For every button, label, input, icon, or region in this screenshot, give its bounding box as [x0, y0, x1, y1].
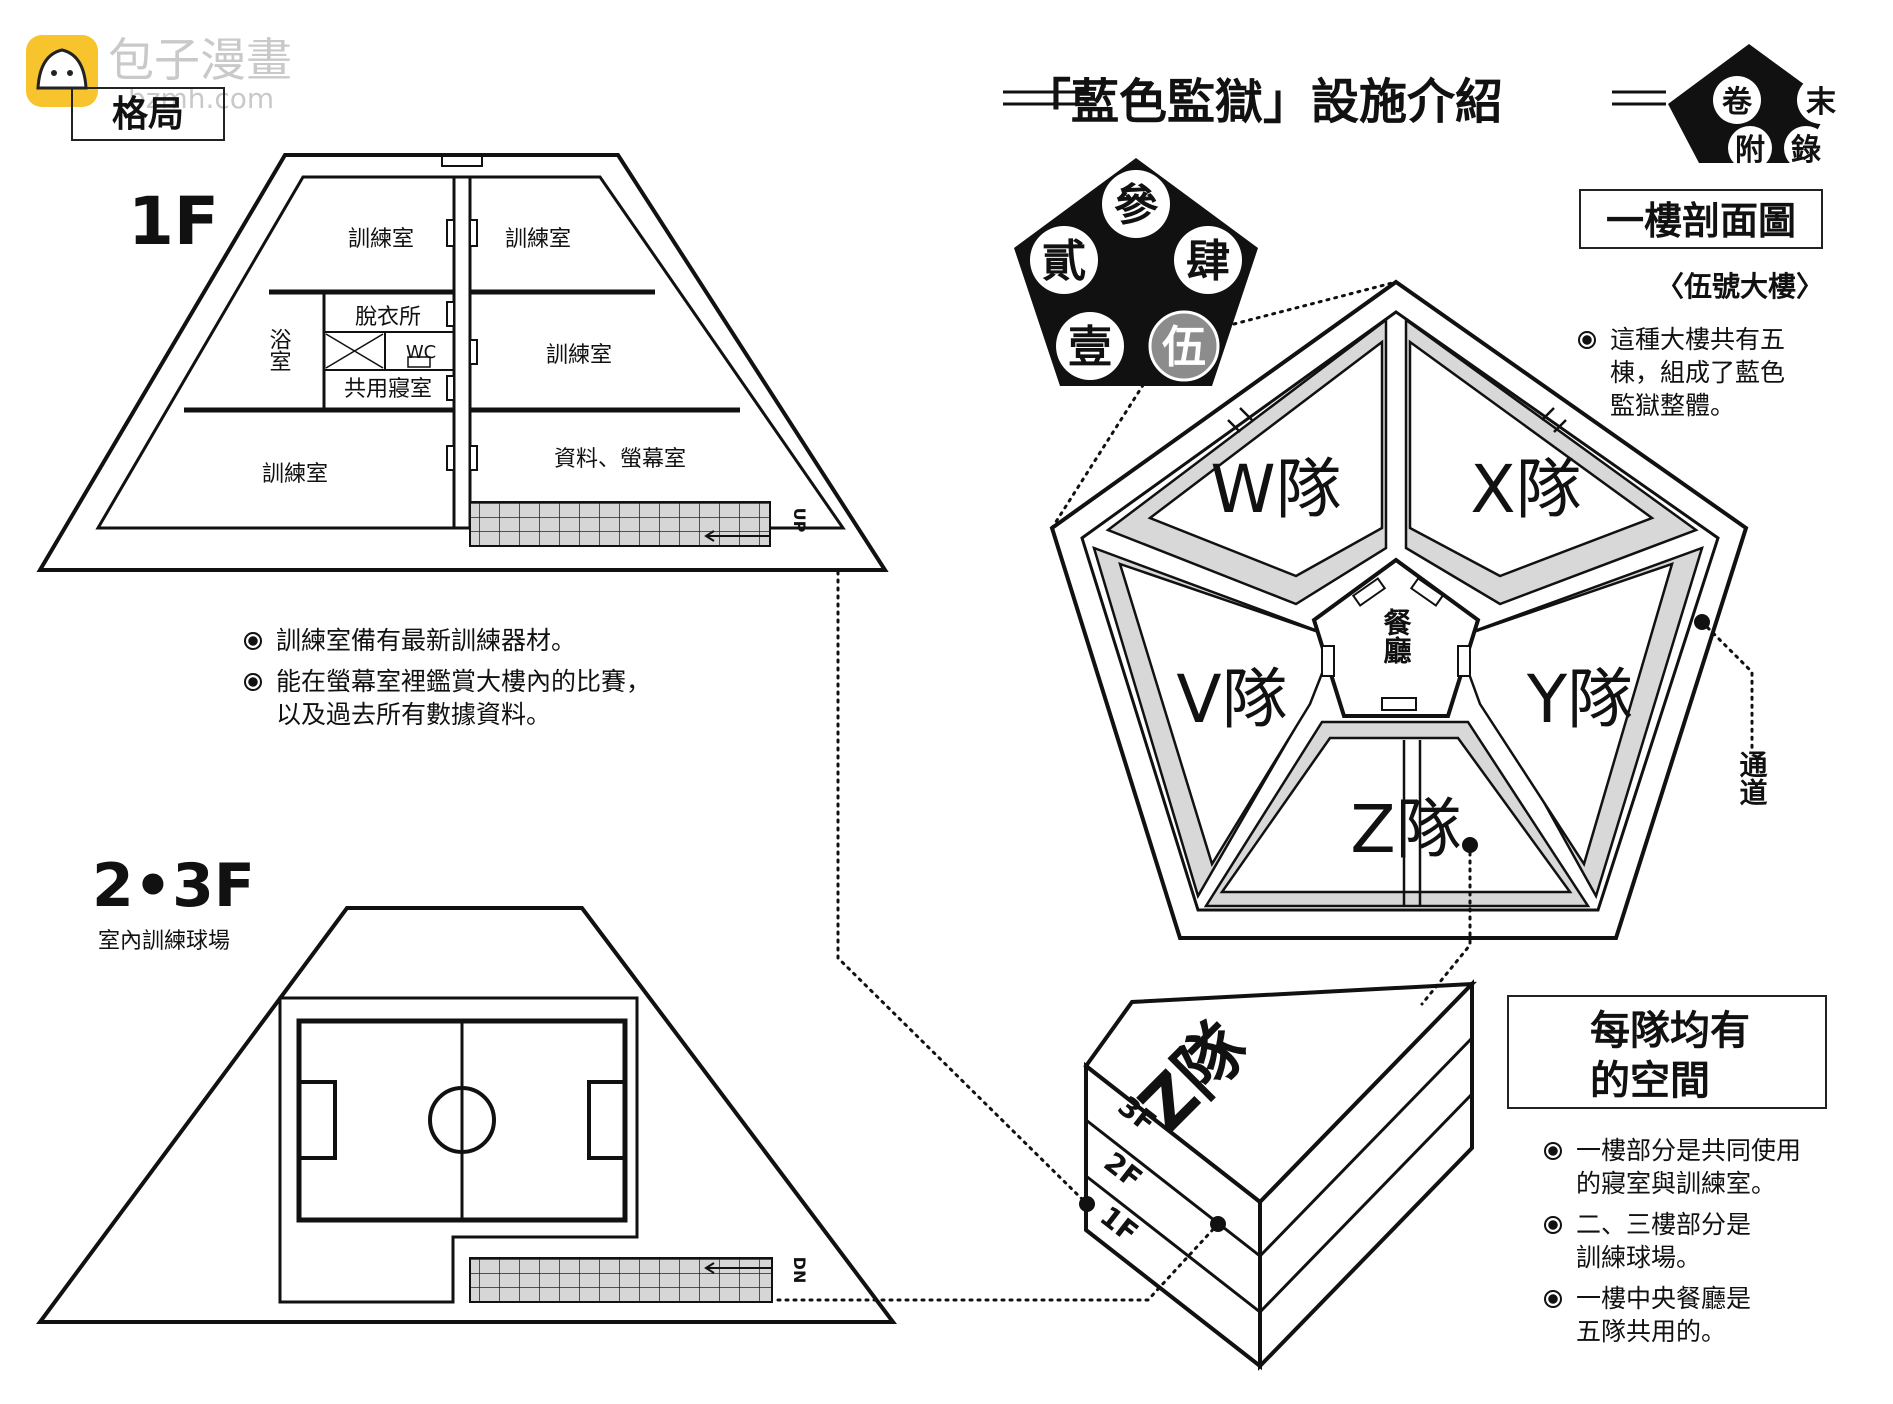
note-text: 訓練球場。 [1576, 1243, 1702, 1272]
note-text: 一樓部分是共同使用 [1576, 1136, 1802, 1165]
room-wc: WC [406, 342, 436, 363]
note-text: 五隊共用的。 [1576, 1317, 1727, 1346]
layout-box [71, 87, 225, 141]
room-training: 訓練室 [505, 227, 571, 252]
space-title-box [1507, 995, 1827, 1109]
building-index-pentagon: 壹 貳 參 肆 伍 [1014, 158, 1258, 386]
note-text: 一樓中央餐廳是 [1576, 1284, 1752, 1313]
team-label-y: Y隊 [1526, 661, 1633, 738]
space-notes: 一樓部分是共同使用的寢室與訓練室。 二、三樓部分是訓練球場。 一樓中央餐廳是五隊… [1542, 1134, 1872, 1348]
team-label-w: W隊 [1210, 451, 1341, 528]
watermark-name: 包子漫畫 [108, 33, 292, 87]
note-bullet: 一樓中央餐廳是五隊共用的。 [1542, 1282, 1872, 1348]
badge-char: 錄 [1791, 133, 1821, 168]
index-char: 貳 [1042, 236, 1086, 287]
section-notes: 這種大樓共有五棟，組成了藍色監獄整體。 [1576, 323, 1866, 422]
index-char: 肆 [1186, 236, 1230, 287]
appendix-badge: 卷 末 附 錄 [1668, 44, 1845, 170]
section-title-box [1579, 189, 1823, 249]
room-changing: 脫衣所 [355, 305, 421, 330]
note-bullet: 訓練室備有最新訓練器材。 [242, 624, 762, 657]
note-text: 能在螢幕室裡鑑賞大樓內的比賽， [276, 667, 652, 696]
stairs-down-label: DN [790, 1257, 809, 1284]
dining-doors [1321, 577, 1471, 711]
entrance-door [441, 155, 483, 167]
note-bullet: 二、三樓部分是訓練球場。 [1542, 1208, 1872, 1274]
note-text: 二、三樓部分是 [1576, 1210, 1752, 1239]
team-label-z: Z隊 [1350, 791, 1461, 868]
badge-char: 卷 [1722, 85, 1753, 120]
room-shared-dorm: 共用寢室 [344, 377, 432, 402]
highlight-building-5 [1148, 310, 1220, 382]
index-char: 伍 [1162, 322, 1206, 373]
team-label-v: V隊 [1176, 661, 1287, 738]
dining-label: 餐廳 [1380, 608, 1413, 665]
floor-1f-notes: 訓練室備有最新訓練器材。 能在螢幕室裡鑑賞大樓內的比賽， 以及過去所有數據資料。 [242, 624, 762, 731]
corridor-label: 通道 [1736, 750, 1769, 806]
index-char: 壹 [1068, 322, 1112, 373]
floor-1f-label: 1F [128, 183, 219, 260]
room-training: 訓練室 [546, 343, 612, 368]
corridor-doors [446, 219, 478, 471]
z-team-block: Z隊 3F 2F 1F [1079, 979, 1477, 1371]
floor-23f-sublabel: 室內訓練球場 [98, 929, 230, 954]
stairs-1f [469, 501, 771, 547]
building-5-section: 餐廳 W隊 X隊 Y隊 Z隊 V隊 [1049, 279, 1749, 940]
page-title: 「藍色監獄」設施介紹 [1023, 74, 1503, 130]
note-bullet: 一樓部分是共同使用的寢室與訓練室。 [1542, 1134, 1872, 1200]
stairs-up-label: UP [790, 508, 809, 533]
section-title: 一樓剖面圖 [1606, 199, 1796, 243]
section-subtitle: 〈伍號大樓〉 [1656, 270, 1824, 303]
note-text: 的寢室與訓練室。 [1576, 1169, 1777, 1198]
note-text: 這種大樓共有五 [1610, 325, 1786, 354]
floor-23f-plan: 2•3F 室內訓練球場 DN [36, 851, 898, 1324]
space-title-line: 每隊均有 [1590, 1008, 1750, 1054]
room-data-monitor: 資料、螢幕室 [554, 447, 686, 472]
layout-label: 格局 [112, 94, 184, 135]
badge-char: 附 [1735, 133, 1765, 168]
badge-char: 末 [1806, 85, 1836, 120]
note-bullet: 這種大樓共有五棟，組成了藍色監獄整體。 [1576, 323, 1866, 422]
note-text: 棟，組成了藍色 [1610, 358, 1786, 387]
note-bullet: 能在螢幕室裡鑑賞大樓內的比賽， 以及過去所有數據資料。 [242, 665, 762, 731]
note-text: 監獄整體。 [1610, 391, 1736, 420]
room-training: 訓練室 [262, 462, 328, 487]
floor-1f-plan: 1F UP 訓練室 訓練室 浴室 脫衣所 WC 共用寢室 訓練室 訓練 [36, 153, 889, 572]
stairs-23f [469, 1257, 773, 1303]
wc-fixture [407, 356, 431, 368]
zone-partitions [1227, 407, 1567, 906]
dotted-connectors [776, 280, 1754, 1302]
note-text: 以及過去所有數據資料。 [276, 700, 552, 729]
team-label-x: X隊 [1470, 451, 1581, 528]
room-training: 訓練室 [348, 227, 414, 252]
index-char: 參 [1114, 180, 1159, 231]
room-bath: 浴室 [266, 328, 292, 372]
watermark: 包子漫畫 bzmh.com [26, 33, 292, 115]
note-text: 訓練室備有最新訓練器材。 [276, 626, 577, 655]
floor-23f-label: 2•3F [92, 851, 255, 921]
space-title-line: 的空間 [1590, 1058, 1710, 1104]
